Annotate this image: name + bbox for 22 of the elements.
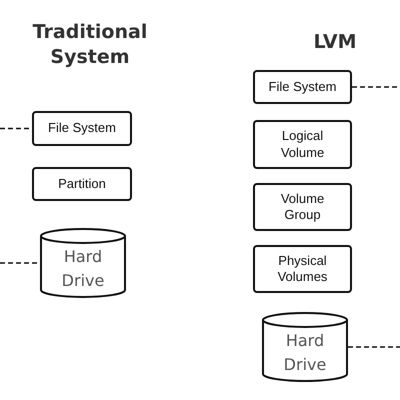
layer-label: Logical Volume (280, 128, 326, 161)
layer-label: Partition (57, 176, 107, 192)
heading: LVM (312, 30, 358, 55)
heading: Traditional System (32, 20, 148, 70)
layer-box (32, 111, 132, 146)
layer-label: File System (268, 78, 338, 96)
dashed-line (352, 86, 400, 88)
hard-drive-cylinder (40, 229, 126, 297)
layer-label: File System (47, 120, 117, 137)
dashed-line (348, 346, 400, 348)
layer-box (253, 183, 352, 231)
layer-box (253, 70, 352, 104)
layer-box (253, 120, 352, 169)
layer-box (32, 167, 132, 201)
layer-box (253, 245, 352, 293)
layer-label: Volume Group (280, 190, 326, 224)
layer-label: Physical Volumes (276, 252, 328, 286)
layer-label: Hard Drive (60, 246, 106, 292)
hard-drive-cylinder (262, 313, 348, 381)
layer-label: Hard Drive (282, 330, 328, 376)
dashed-line (0, 262, 40, 264)
dashed-line (0, 128, 32, 130)
